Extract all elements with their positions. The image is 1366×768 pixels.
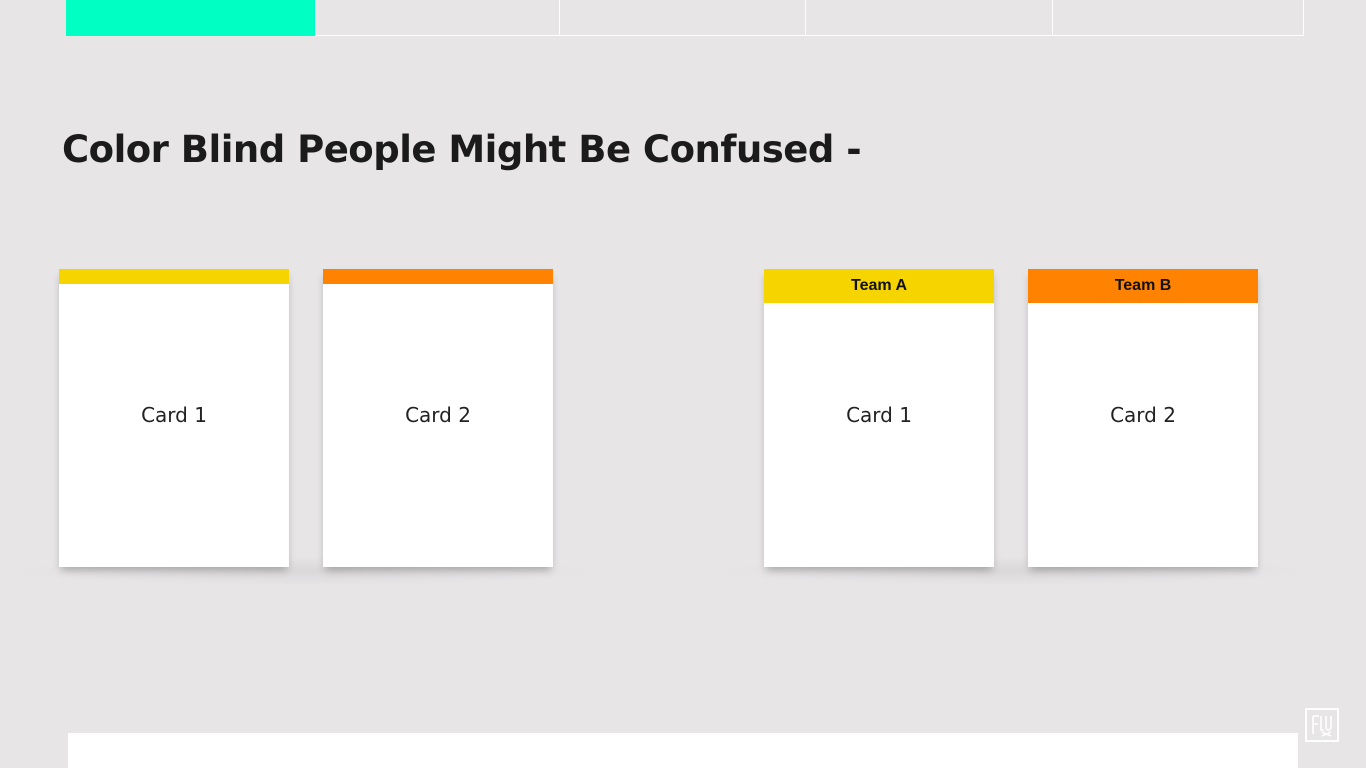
flux-logo-icon-glyph [1312, 715, 1332, 737]
team-header: Team B [1028, 269, 1258, 303]
slide-title: Color Blind People Might Be Confused - [62, 128, 862, 171]
progress-segment-2 [315, 0, 560, 36]
right-card-2: Team B Card 2 [1028, 269, 1258, 567]
progress-bar [66, 0, 1304, 36]
card-label: Card 2 [1110, 403, 1176, 427]
card-color-strip [323, 269, 553, 284]
progress-segment-1 [66, 0, 315, 36]
flux-logo-icon [1305, 708, 1339, 742]
progress-segment-3 [560, 0, 806, 36]
card-label: Card 1 [846, 403, 912, 427]
team-header: Team A [764, 269, 994, 303]
left-card-2: Card 2 [323, 269, 553, 567]
card-label: Card 1 [141, 403, 207, 427]
right-card-1: Team A Card 1 [764, 269, 994, 567]
card-label: Card 2 [405, 403, 471, 427]
progress-segment-4 [806, 0, 1053, 36]
card-color-strip [59, 269, 289, 284]
bottom-panel [68, 733, 1298, 768]
left-card-1: Card 1 [59, 269, 289, 567]
progress-segment-5 [1053, 0, 1304, 36]
